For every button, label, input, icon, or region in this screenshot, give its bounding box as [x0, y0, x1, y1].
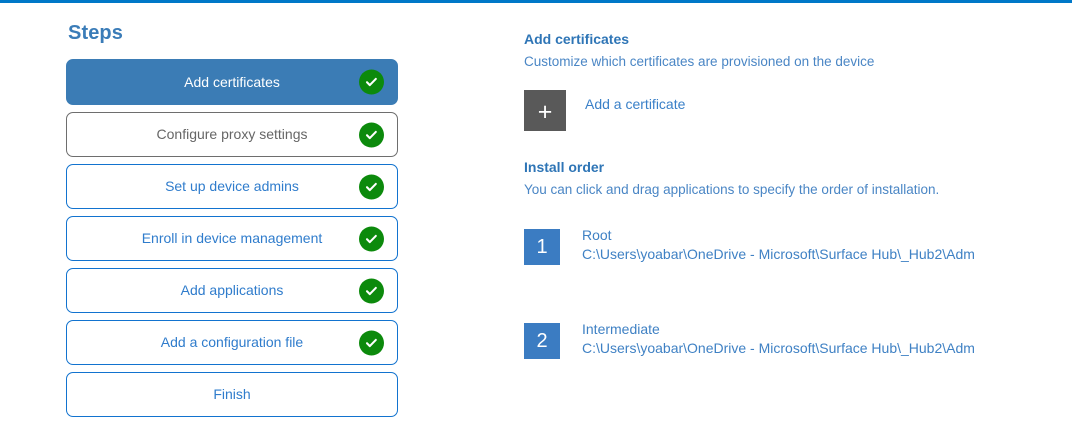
install-order-item[interactable]: 2 Intermediate C:\Users\yoabar\OneDrive … [524, 321, 975, 359]
add-a-certificate-button[interactable]: + Add a certificate [524, 90, 685, 131]
check-circle-icon [359, 69, 384, 95]
plus-icon: + [524, 90, 566, 131]
step-item-add-a-configuration-file[interactable]: Add a configuration file [66, 320, 398, 365]
step-label: Configure proxy settings [156, 126, 308, 143]
section-description-install-order: You can click and drag applications to s… [524, 182, 940, 197]
step-label: Enroll in device management [141, 230, 323, 247]
install-order-item-path: C:\Users\yoabar\OneDrive - Microsoft\Sur… [582, 246, 975, 262]
step-item-enroll-in-device-management[interactable]: Enroll in device management [66, 216, 398, 261]
section-heading-add-certificates: Add certificates [524, 31, 630, 47]
detail-pane: Add certificates Customize which certifi… [524, 30, 1044, 417]
install-order-item-name: Root [582, 227, 612, 243]
step-item-add-certificates[interactable]: Add certificates [66, 59, 398, 105]
step-item-set-up-device-admins[interactable]: Set up device admins [66, 164, 398, 209]
step-label: Add certificates [184, 73, 280, 90]
install-order-section: Install order You can click and drag app… [524, 158, 1044, 359]
section-description-add-certificates: Customize which certificates are provisi… [524, 54, 875, 69]
install-order-item-path: C:\Users\yoabar\OneDrive - Microsoft\Sur… [582, 340, 975, 356]
step-label: Add a configuration file [160, 334, 304, 351]
add-certificates-section: Add certificates Customize which certifi… [524, 30, 1044, 131]
steps-title: Steps [68, 22, 123, 44]
steps-panel: Steps Add certificates Configure proxy s… [66, 22, 398, 417]
step-item-configure-proxy-settings[interactable]: Configure proxy settings [66, 112, 398, 157]
step-label: Set up device admins [165, 178, 299, 195]
step-item-add-applications[interactable]: Add applications [66, 268, 398, 313]
step-label: Add applications [180, 282, 284, 299]
check-circle-icon [359, 278, 384, 303]
install-order-item-name: Intermediate [582, 321, 660, 337]
install-order-list: 1 Root C:\Users\yoabar\OneDrive - Micros… [524, 227, 1044, 359]
step-list: Add certificates Configure proxy setting… [66, 59, 398, 417]
install-order-item[interactable]: 1 Root C:\Users\yoabar\OneDrive - Micros… [524, 227, 975, 265]
check-circle-icon [359, 122, 384, 147]
check-circle-icon [359, 174, 384, 199]
check-circle-icon [359, 330, 384, 355]
check-circle-icon [359, 226, 384, 251]
add-a-certificate-label: Add a certificate [585, 95, 686, 112]
top-accent-bar [0, 0, 1072, 3]
section-heading-install-order: Install order [524, 159, 605, 175]
order-number-badge: 2 [524, 323, 560, 359]
step-label: Finish [213, 386, 251, 403]
step-item-finish[interactable]: Finish [66, 372, 398, 417]
order-number-badge: 1 [524, 229, 560, 265]
